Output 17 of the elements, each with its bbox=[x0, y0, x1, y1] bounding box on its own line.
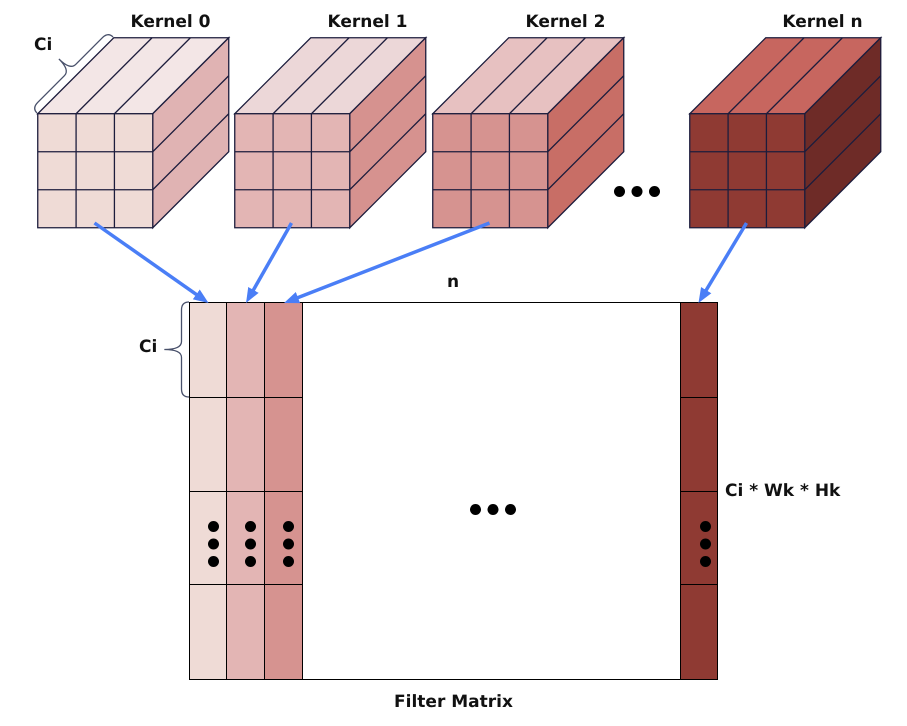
matrix-column bbox=[265, 303, 303, 679]
kernel-title: Kernel n bbox=[782, 12, 863, 32]
dimension-label: Ci * Wk * Hk bbox=[725, 481, 840, 501]
arrow bbox=[698, 222, 748, 303]
kernel-title: Kernel 0 bbox=[130, 12, 210, 32]
matrix-title: Filter Matrix bbox=[394, 692, 513, 712]
dimension-label: Ci bbox=[34, 35, 52, 55]
matrix-column bbox=[680, 303, 717, 679]
dimension-label: n bbox=[446, 272, 460, 292]
arrow bbox=[284, 221, 490, 304]
arrow bbox=[94, 222, 209, 303]
kernel-title: Kernel 2 bbox=[526, 12, 606, 32]
kernel-title: Kernel 1 bbox=[328, 12, 408, 32]
matrix-column bbox=[190, 303, 227, 679]
matrix-column bbox=[227, 303, 265, 679]
arrow bbox=[246, 222, 294, 303]
dimension-label: Ci bbox=[139, 337, 158, 357]
